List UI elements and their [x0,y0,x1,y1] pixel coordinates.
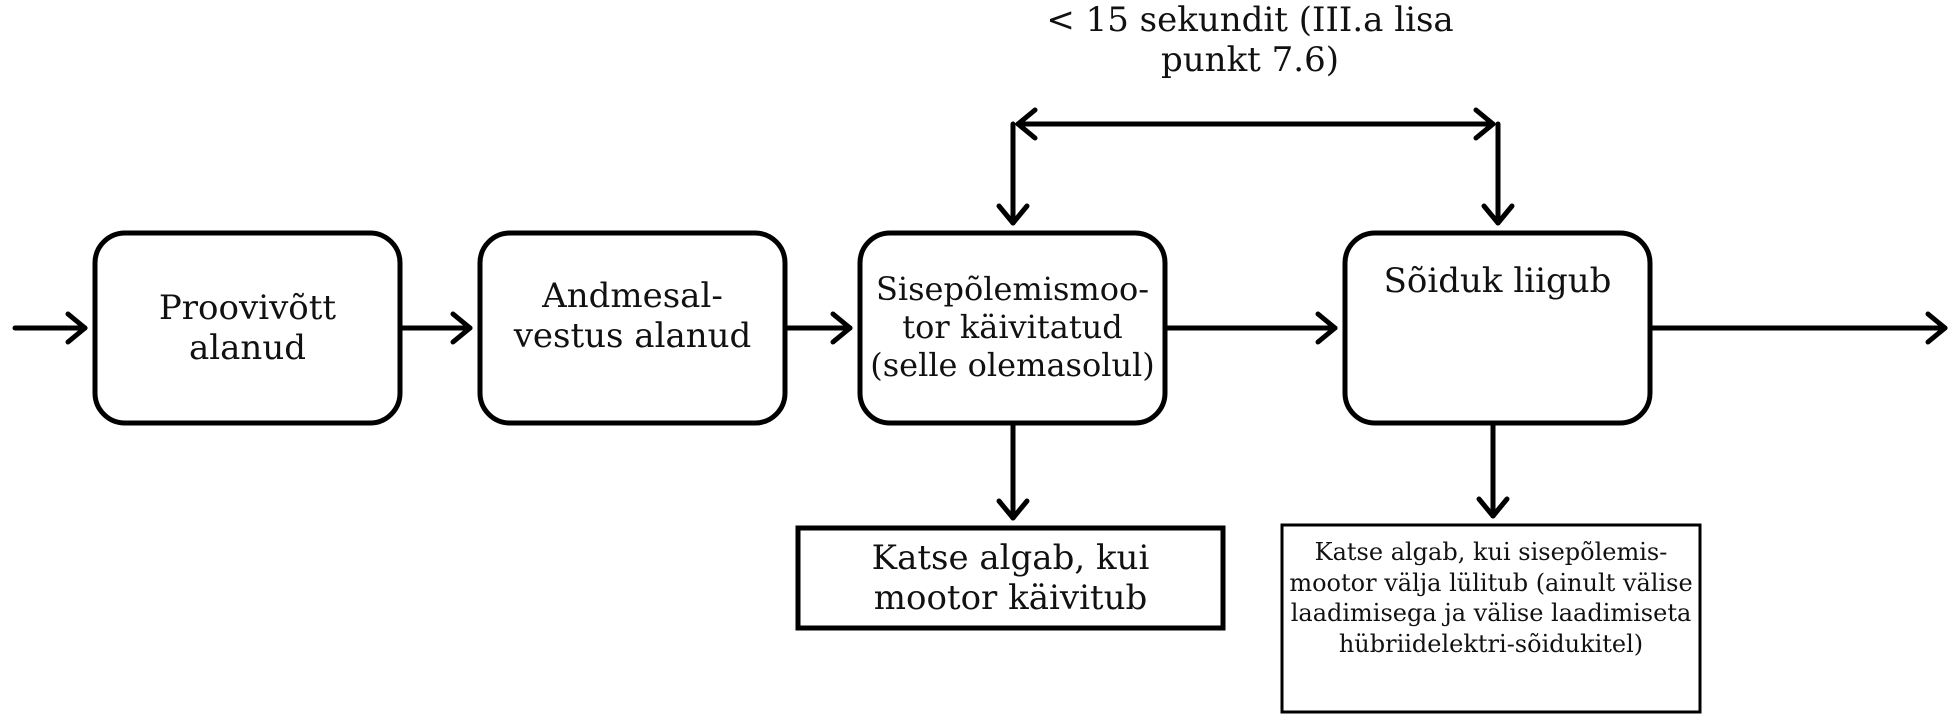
node-sampling-label: Proovivõtt alanud [158,287,337,368]
arrow-vehicle-to-note [1476,420,1510,519]
node-vehicle-moves-label: Sõiduk liigub [1383,260,1612,301]
arrow-input [12,311,88,345]
arrow-output [1647,311,1948,345]
timing-note: < 15 sekundit (III.a lisa punkt 7.6) [1046,0,1454,81]
arrow-data-logging-to-engine [782,311,853,345]
timing-double-arrow [996,107,1515,226]
note-engine-label: Katse algab, kui mootor käivitub [871,537,1150,618]
box-note-engine [795,525,1226,631]
box-note-hybrid [1280,523,1702,714]
arrow-engine-to-vehicle [1162,311,1338,345]
arrow-sampling-to-data-logging [397,311,473,345]
node-data-logging-label: Andmesal- vestus alanud [513,275,752,356]
note-hybrid-label: Katse algab, kui sisepõlemis- mootor väl… [1289,538,1693,659]
node-engine-started-label: Sisepõlemismoo- tor käivitatud (selle ol… [870,270,1155,384]
arrow-engine-to-note [996,420,1030,521]
